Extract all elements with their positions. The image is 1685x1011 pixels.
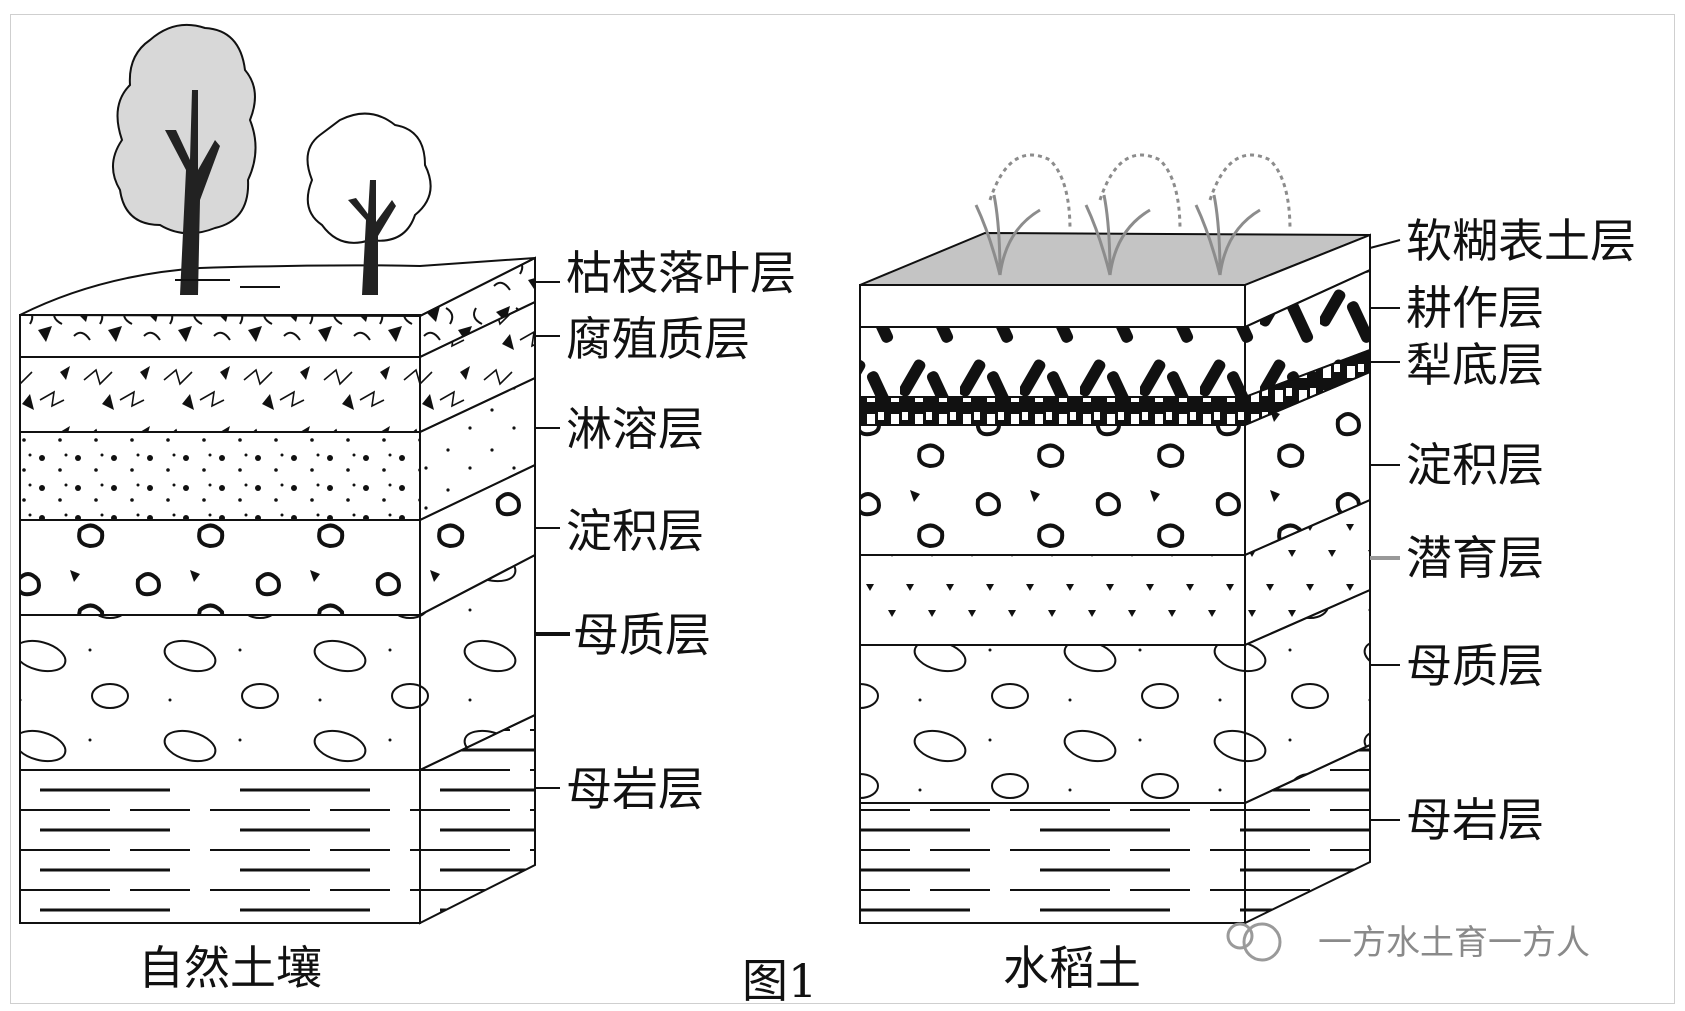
paddy-label-gley: 潜育层	[1406, 531, 1544, 585]
rice-plant-icon	[1084, 153, 1182, 276]
figure-frame	[10, 14, 1675, 1004]
watermark-text: 一方水土育一方人	[1318, 923, 1590, 963]
paddy-tillage-band	[859, 326, 1246, 398]
natural-label-leaching: 淋溶层	[566, 402, 704, 456]
natural-illuvial-band	[19, 519, 421, 616]
paddy-bedrock-band	[859, 802, 1246, 924]
paddy-label-parent-material: 母质层	[1406, 639, 1544, 693]
natural-label-litter: 枯枝落叶层	[566, 246, 796, 300]
natural-bedrock-band	[19, 769, 421, 924]
natural-leader-lines	[535, 281, 570, 789]
watermark-logo-icon	[1226, 922, 1282, 962]
natural-label-humus: 腐殖质层	[566, 312, 750, 366]
natural-soil-block	[19, 256, 570, 925]
paddy-label-plowpan: 犁底层	[1406, 338, 1544, 392]
paddy-label-tillage: 耕作层	[1406, 281, 1544, 335]
natural-label-illuvial: 淀积层	[566, 504, 704, 558]
natural-leach-band	[19, 356, 421, 433]
natural-label-bedrock: 母岩层	[566, 762, 704, 816]
paddy-leader-lines	[1369, 239, 1401, 821]
natural-parent-band	[19, 614, 421, 771]
tree-small-icon	[306, 112, 432, 295]
paddy-plowpan-band	[859, 396, 1246, 426]
rice-plant-icon	[974, 153, 1072, 276]
rice-plant-icon	[1194, 153, 1292, 276]
paddy-surface-band	[859, 284, 1246, 328]
paddy-gley-band	[859, 554, 1246, 646]
natural-dots-band	[19, 431, 421, 521]
natural-label-parent-material: 母质层	[573, 608, 711, 662]
natural-soil-title: 自然土壤	[138, 941, 322, 995]
paddy-label-bedrock: 母岩层	[1406, 793, 1544, 847]
tree-large-icon	[112, 24, 280, 295]
figure-caption: 图1	[742, 954, 818, 1008]
paddy-label-illuvial: 淀积层	[1406, 438, 1544, 492]
paddy-soil-block	[859, 231, 1401, 925]
paddy-label-surface: 软糊表土层	[1406, 214, 1636, 268]
natural-side-bedrock	[419, 713, 536, 925]
paddy-soil-title: 水稻土	[1003, 941, 1141, 995]
paddy-illuvial-band	[859, 424, 1246, 556]
natural-humus-band	[19, 314, 421, 358]
paddy-parent-band	[859, 644, 1246, 804]
paddy-side-bedrock	[1244, 743, 1371, 925]
